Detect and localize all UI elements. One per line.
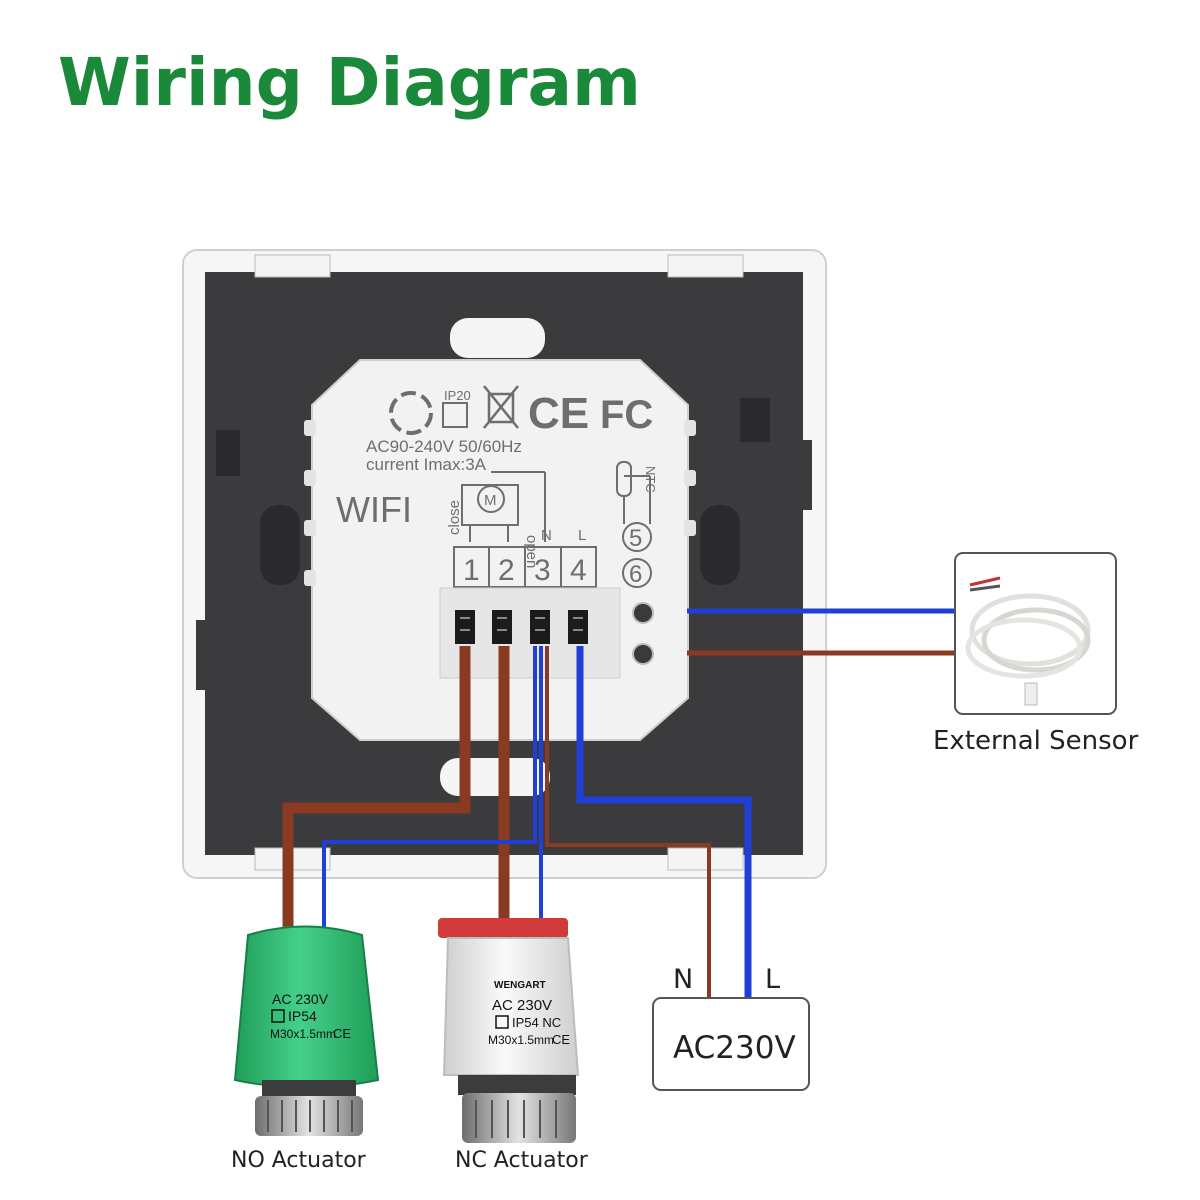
terminal-1: 1 (463, 554, 480, 587)
n-terminal-label: N (541, 527, 552, 544)
sensor-lead-red (969, 576, 1001, 587)
nc-actuator-neck (458, 1075, 576, 1095)
ip-rating: IP20 (444, 388, 471, 403)
clip-top-left (254, 254, 331, 278)
nc-actuator-body (442, 937, 580, 1076)
motor-symbol: M (484, 492, 497, 509)
no-actuator: AC 230V IP54 M30x1.5mm CE NO Actuator (231, 925, 380, 1173)
motor-schematic (461, 471, 546, 542)
no-actuator-thread: M30x1.5mm (270, 1027, 336, 1041)
screw-5 (632, 602, 654, 624)
terminal-2: 2 (498, 554, 515, 587)
wires (282, 608, 955, 1000)
no-actuator-class-icon (271, 1009, 285, 1023)
terminal-4: 4 (570, 554, 587, 587)
no-actuator-voltage: AC 230V (272, 991, 329, 1007)
nc-actuator-knurl (462, 1093, 576, 1143)
open-label: open (523, 535, 540, 568)
side-slot-left (216, 430, 240, 476)
nc-actuator-label: NC Actuator (455, 1148, 589, 1173)
power-supply: AC230V N L (652, 964, 810, 1091)
nc-actuator-brand: WENGART (494, 980, 546, 991)
insulation-icon (442, 402, 468, 428)
clip-bottom-right (667, 847, 744, 871)
terminal-6: 6 (629, 561, 642, 588)
no-actuator-ce: CE (333, 1026, 351, 1041)
screw-slot-3 (530, 610, 550, 644)
wire-t1-no-actuator (282, 646, 471, 935)
power-spec: AC90-240V 50/60Hz (366, 437, 522, 456)
nc-actuator-voltage: AC 230V (492, 997, 552, 1014)
screw-slot-4 (568, 610, 588, 644)
terminal-block: 1 2 3 4 5 6 (453, 522, 652, 588)
no-actuator-label: NO Actuator (231, 1148, 367, 1173)
weee-bin-icon (483, 385, 519, 429)
power-supply-l-label: L (765, 964, 780, 995)
ntc-symbol (616, 461, 651, 524)
external-sensor-label: External Sensor (933, 726, 1139, 756)
power-supply-box (652, 997, 810, 1091)
no-actuator-neck (262, 1080, 356, 1098)
side-slot-right (740, 398, 770, 442)
close-label: close (446, 500, 463, 535)
terminal-3: 3 (534, 554, 551, 587)
power-supply-label: AC230V (673, 1030, 796, 1066)
clip-top-right (667, 254, 744, 278)
nc-actuator-class-icon (495, 1015, 509, 1029)
recycle-icon (389, 391, 433, 435)
power-supply-n-label: N (673, 964, 693, 995)
wire-t3-supply-n (545, 646, 711, 1000)
l-terminal-label: L (578, 527, 586, 544)
screw-6 (632, 643, 654, 665)
screw-slot-2 (492, 610, 512, 644)
nc-actuator-ip: IP54 NC (512, 1015, 561, 1030)
nc-actuator-cap (438, 918, 568, 938)
wire-t3-no-neutral (322, 646, 537, 935)
sensor-probe (1024, 682, 1038, 706)
fcc-mark: FC (600, 393, 653, 437)
external-sensor: External Sensor (933, 552, 1139, 756)
mount-hole-right (700, 505, 740, 585)
mount-hole-left (260, 505, 300, 585)
mount-hole-top (450, 318, 545, 358)
terminal-5: 5 (629, 525, 642, 552)
ce-mark: CE (528, 389, 589, 438)
no-actuator-ip: IP54 (288, 1008, 317, 1024)
screw-slot-1 (455, 610, 475, 644)
wifi-label: WIFI (336, 489, 412, 530)
wire-t4-supply-l (576, 646, 752, 1000)
no-actuator-body (233, 925, 380, 1089)
nc-actuator-ce: CE (552, 1032, 570, 1047)
page-title: Wiring Diagram (58, 44, 641, 121)
thermostat-module: IP20 CE FC AC90-240V 50/60Hz current Ima… (304, 359, 696, 741)
nc-actuator: WENGART AC 230V IP54 NC M30x1.5mm CE NC … (438, 918, 589, 1173)
current-spec: current Imax:3A (366, 455, 487, 474)
nc-actuator-thread: M30x1.5mm (488, 1033, 554, 1047)
ntc-label: NTC (643, 466, 658, 493)
